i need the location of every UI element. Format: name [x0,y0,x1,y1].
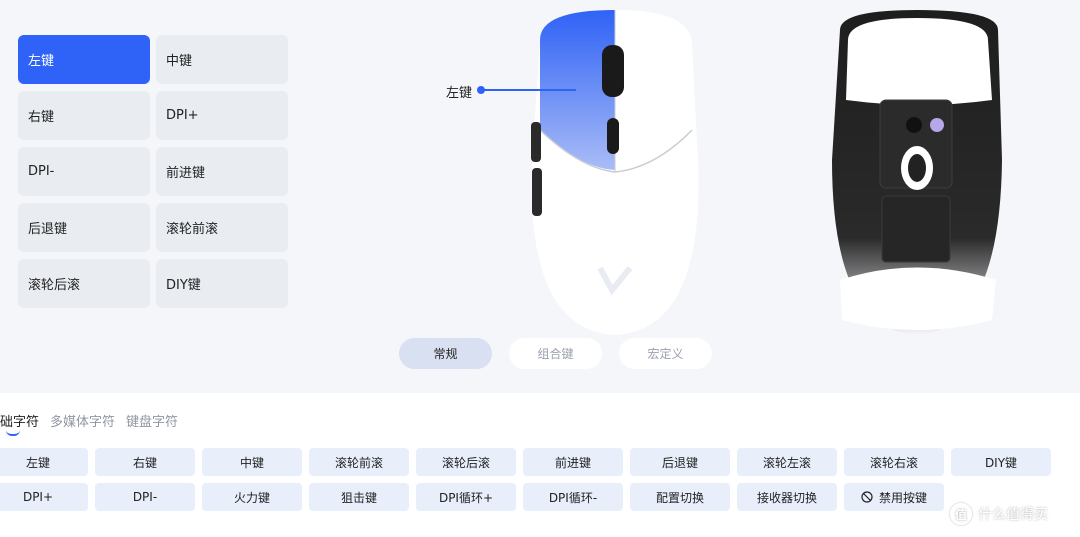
func-dpi-down[interactable]: DPI- [95,483,195,511]
ban-icon [861,491,873,503]
tab-keyboard-chars[interactable]: 键盘字符 [126,415,179,430]
key-button-dpi-down[interactable]: DPI- [18,147,150,196]
category-tabs: 础字符 多媒体字符 键盘字符 [0,411,178,436]
key-button-dpi-up[interactable]: DPI+ [156,91,288,140]
key-button-middle[interactable]: 中键 [156,35,288,84]
func-fire[interactable]: 火力键 [202,483,302,511]
watermark-text: 什么值得买 [978,507,1048,523]
tab-combo-key[interactable]: 组合键 [509,338,602,369]
button-callout-label: 左键 [446,86,473,101]
func-back[interactable]: 后退键 [630,448,730,476]
key-button-scroll-down[interactable]: 滚轮后滚 [18,259,150,308]
mode-tabs: 常规 组合键 宏定义 [399,338,712,369]
func-scroll-left[interactable]: 滚轮左滚 [737,448,837,476]
side-button-back [532,168,542,216]
tab-basic-chars[interactable]: 础字符 [0,411,39,436]
pair-button [930,118,944,132]
callout-line [484,89,576,91]
dpi-button [607,118,619,154]
watermark: 值 什么值得买 [950,503,1048,525]
func-diy[interactable]: DIY键 [951,448,1051,476]
callout-dot [477,86,485,94]
mouse-top-view [531,10,699,335]
func-profile-switch[interactable]: 配置切换 [630,483,730,511]
func-dpi-cycle-down[interactable]: DPI循环- [523,483,623,511]
watermark-logo-icon: 值 [950,503,972,525]
key-button-diy[interactable]: DIY键 [156,259,288,308]
function-list: 左键 右键 中键 滚轮前滚 滚轮后滚 前进键 后退键 滚轮左滚 滚轮右滚 DIY… [0,448,1051,511]
func-forward[interactable]: 前进键 [523,448,623,476]
key-button-right[interactable]: 右键 [18,91,150,140]
mouse-illustration [531,10,1002,335]
func-middle[interactable]: 中键 [202,448,302,476]
func-dpi-up[interactable]: DPI+ [0,483,88,511]
func-receiver-switch[interactable]: 接收器切换 [737,483,837,511]
func-right[interactable]: 右键 [95,448,195,476]
key-button-forward[interactable]: 前进键 [156,147,288,196]
func-dpi-cycle-up[interactable]: DPI循环+ [416,483,516,511]
func-disable-key[interactable]: 禁用按键 [844,483,944,511]
left-button-highlight [540,10,615,170]
func-scroll-down[interactable]: 滚轮后滚 [416,448,516,476]
func-disable-key-label: 禁用按键 [878,490,927,505]
scroll-wheel [602,45,624,97]
func-scroll-up[interactable]: 滚轮前滚 [309,448,409,476]
mouse-button-list: 左键 中键 右键 DPI+ DPI- 前进键 后退键 滚轮前滚 滚轮后滚 DIY… [18,35,288,308]
key-button-left[interactable]: 左键 [18,35,150,84]
func-left[interactable]: 左键 [0,448,88,476]
key-button-scroll-up[interactable]: 滚轮前滚 [156,203,288,252]
tab-normal[interactable]: 常规 [399,338,492,369]
brand-logo [597,266,633,296]
tab-macro[interactable]: 宏定义 [619,338,712,369]
side-button-forward [531,122,541,162]
key-button-back[interactable]: 后退键 [18,203,150,252]
func-scroll-right[interactable]: 滚轮右滚 [844,448,944,476]
tab-multimedia-chars[interactable]: 多媒体字符 [50,415,116,430]
mouse-bottom-view [832,10,1002,335]
func-sniper[interactable]: 狙击键 [309,483,409,511]
